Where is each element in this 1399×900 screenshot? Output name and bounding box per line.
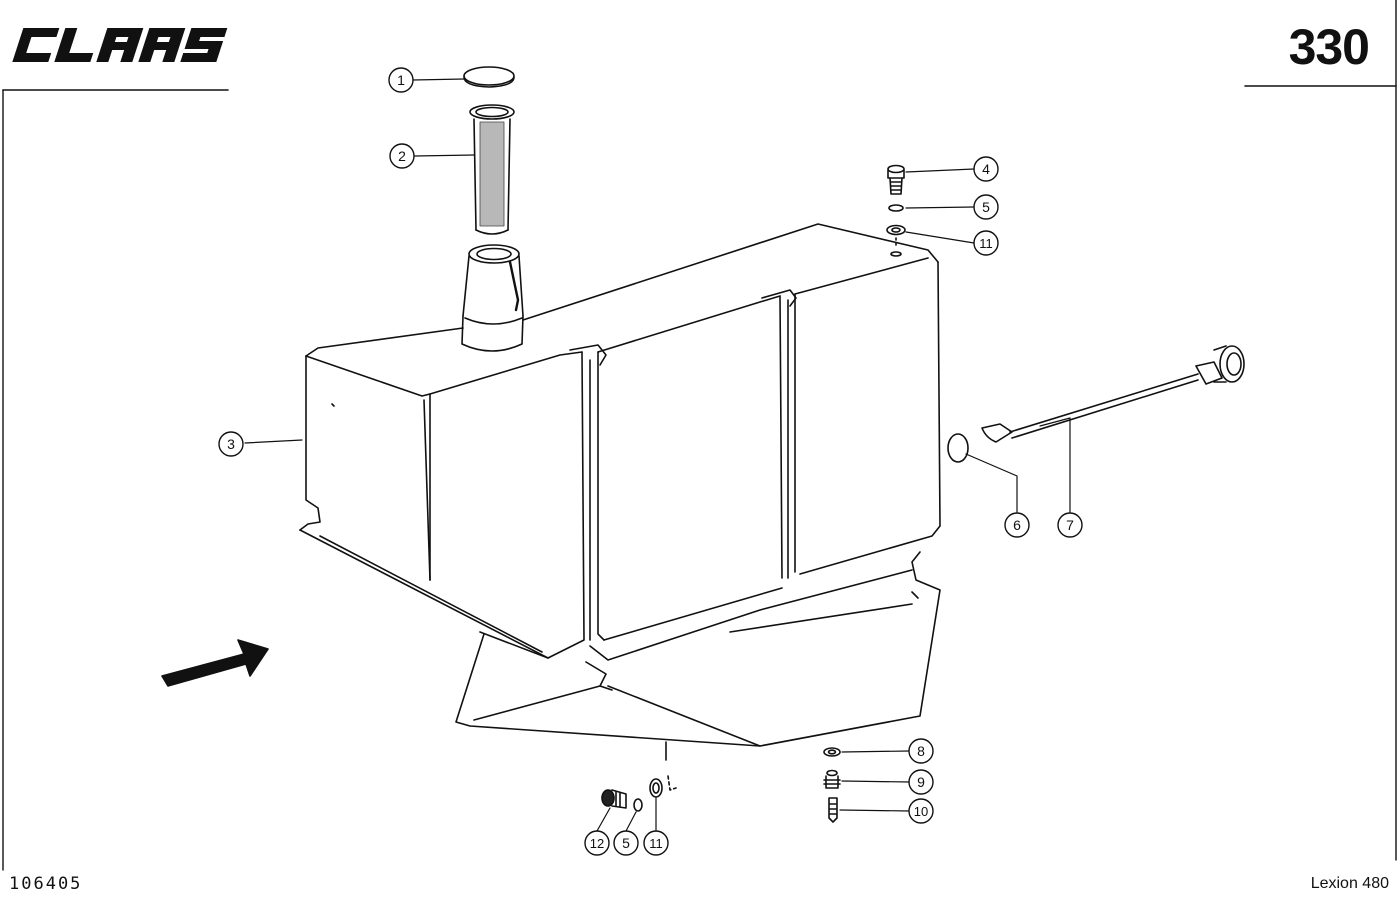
claas-logo [12, 28, 228, 62]
callout-9: 9 [908, 769, 934, 795]
top-o-ring-part [888, 204, 904, 212]
drain-plug-part [601, 789, 627, 809]
nipple-part [823, 769, 841, 789]
direction-arrow [161, 639, 269, 687]
svg-text:9: 9 [917, 774, 925, 790]
drain-o-ring-part [633, 798, 643, 812]
filler-neck [461, 244, 524, 352]
callout-10: 10 [908, 798, 934, 824]
callout-5-bottom: 5 [613, 830, 639, 856]
svg-text:4: 4 [982, 161, 990, 177]
svg-text:12: 12 [590, 836, 604, 851]
seal-ring-part [947, 433, 969, 463]
top-screw-part [887, 164, 905, 195]
svg-text:11: 11 [979, 236, 993, 251]
callout-11-bottom: 11 [643, 830, 669, 856]
page-number: 330 [1288, 19, 1370, 75]
svg-text:7: 7 [1066, 517, 1074, 533]
level-sensor-part [981, 345, 1245, 443]
strainer-part [469, 104, 515, 235]
frame-lines [2, 0, 1397, 871]
svg-text:8: 8 [917, 743, 925, 759]
svg-text:11: 11 [649, 836, 663, 851]
svg-text:5: 5 [622, 835, 630, 851]
svg-text:3: 3 [227, 436, 235, 452]
callout-3: 3 [218, 431, 244, 457]
leader-lines [244, 78, 1071, 832]
svg-text:2: 2 [398, 148, 406, 164]
tank-body [299, 223, 941, 761]
drawing-number: 106405 [9, 874, 83, 894]
bottom-washer-part [823, 747, 841, 757]
callout-1: 1 [388, 67, 414, 93]
svg-text:5: 5 [982, 199, 990, 215]
model-name: Lexion 480 [1310, 875, 1389, 892]
callout-6: 6 [1004, 512, 1030, 538]
svg-text:10: 10 [914, 804, 928, 819]
callout-11-top: 11 [973, 230, 999, 256]
drain-washer-part [649, 775, 677, 798]
callout-8: 8 [908, 738, 934, 764]
callout-12: 12 [584, 830, 610, 856]
callout-2: 2 [389, 143, 415, 169]
top-washer-part [886, 224, 906, 257]
bottom-screw-part [828, 797, 838, 823]
svg-text:6: 6 [1013, 517, 1021, 533]
svg-text:1: 1 [397, 72, 405, 88]
callout-7: 7 [1057, 512, 1083, 538]
cap-part [463, 66, 515, 88]
callout-4: 4 [973, 156, 999, 182]
callout-5-top: 5 [973, 194, 999, 220]
callout-markers: 1 2 3 4 5 11 6 7 8 9 10 12 5 11 [218, 67, 1083, 856]
